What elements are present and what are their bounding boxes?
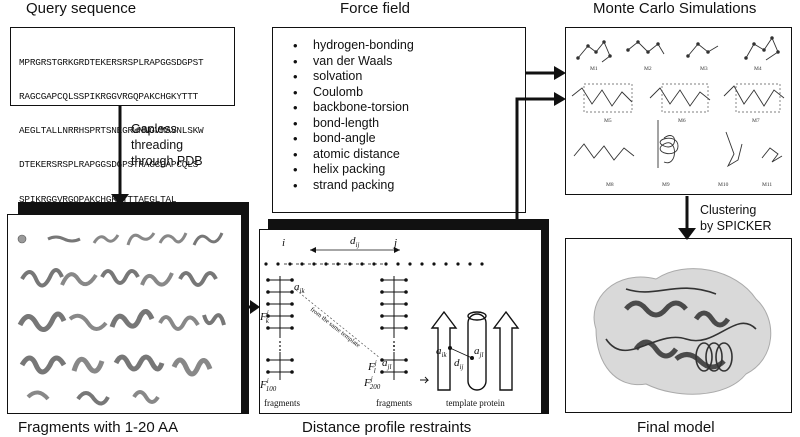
force-field-term: backbone-torsion	[273, 100, 525, 116]
final-model-box	[565, 238, 792, 413]
aik-label: aik	[294, 281, 305, 295]
template-protein-label: template protein	[446, 398, 505, 408]
model-label: M5	[604, 118, 612, 124]
threading-label-line: Gapless	[131, 122, 177, 136]
residue-j-label: j	[392, 237, 397, 249]
model-label: M11	[762, 182, 772, 188]
force-field-list: hydrogen-bonding van der Waals solvation…	[273, 28, 525, 193]
clustering-label-line: by SPICKER	[700, 219, 772, 233]
sequence-line: RAGCGAPCQLSSPIKRGGVRGQPAKCHGKYTTT	[19, 91, 199, 103]
model-label: M8	[606, 182, 614, 188]
force-field-term: bond-length	[273, 116, 525, 132]
fragments-right-label: fragments	[376, 398, 412, 408]
clustering-label: Clustering by SPICKER	[700, 202, 772, 234]
final-model-title: Final model	[637, 419, 715, 436]
dij-label: dij	[350, 235, 359, 249]
monte-carlo-models: M1 M2 M3 M4 M5 M6 M7 M8 M9 M10 M11	[571, 36, 785, 188]
final-model-structure	[593, 268, 772, 395]
threading-label-line: through PDB	[131, 154, 203, 168]
model-label: M7	[752, 118, 760, 124]
template-aik-label: aik	[436, 345, 447, 359]
model-label: M10	[718, 182, 729, 188]
restraints-title: Distance profile restraints	[302, 419, 472, 436]
threading-label-line: threading	[131, 138, 184, 152]
force-field-term: bond-angle	[273, 131, 525, 147]
monte-carlo-box: M1 M2 M3 M4 M5 M6 M7 M8 M9 M10 M11	[565, 27, 792, 195]
sequence-line: AEGLTALLNRRHSPRTSNEGRWMNGVMAVNLSKW	[19, 125, 204, 137]
force-field-box: hydrogen-bonding van der Waals solvation…	[272, 27, 526, 213]
model-label: M2	[644, 66, 652, 72]
force-field-title: Force field	[340, 0, 411, 17]
force-field-term: van der Waals	[273, 54, 525, 70]
fragments-left-label: fragments	[264, 398, 300, 408]
threading-label: Gapless threading through PDB	[131, 121, 203, 169]
force-field-term: hydrogen-bonding	[273, 38, 525, 54]
force-field-term: solvation	[273, 69, 525, 85]
model-label: M6	[678, 118, 686, 124]
monte-carlo-title: Monte Carlo Simulations	[593, 0, 757, 17]
query-sequence-box: MPRGRSTGRKGRDTEKERSRSPLRAPGGSDGPST RAGCG…	[10, 27, 235, 205]
force-field-term: Coulomb	[273, 85, 525, 101]
template-dij-label: dij	[454, 357, 463, 371]
force-field-term: helix packing	[273, 162, 525, 178]
fragments-panel	[7, 214, 242, 414]
model-label: M9	[662, 182, 670, 188]
template-ajl-label: ajl	[474, 345, 483, 359]
residue-i-label: i	[282, 237, 285, 249]
model-label: M1	[590, 66, 598, 72]
ajl-label: ajl	[382, 357, 391, 371]
sequence-line: DTEKERSRSPLRAPGGSDGPSTRAGCGAPCQLS	[19, 159, 199, 171]
force-field-term: atomic distance	[273, 147, 525, 163]
model-label: M3	[700, 66, 708, 72]
sequence-line: MPRGRSTGRKGRDTEKERSRSPLRAPGGSDGPST	[19, 56, 204, 68]
same-template-note: from the same template	[309, 306, 362, 349]
force-field-term: strand packing	[273, 178, 525, 194]
model-label: M4	[754, 66, 762, 72]
fragments-title: Fragments with 1-20 AA	[18, 419, 179, 436]
clustering-label-line: Clustering	[700, 203, 757, 217]
query-sequence-title: Query sequence	[26, 0, 137, 17]
sequence-line: SPIKRGGVRGQPAKCHGKYTTTAEGLTAL	[19, 193, 177, 205]
fragment-structures	[17, 232, 226, 406]
